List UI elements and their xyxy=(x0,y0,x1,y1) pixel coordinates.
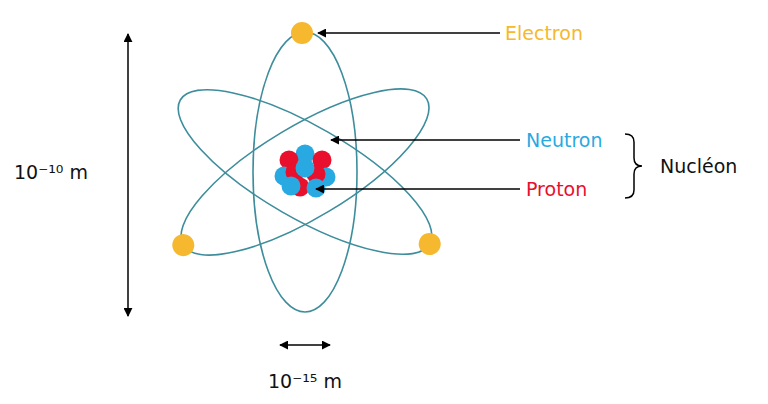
dimension-label: 10⁻¹⁵ m xyxy=(268,370,342,393)
electron xyxy=(291,22,313,44)
dimension-arrow xyxy=(127,34,129,316)
dimension-label: 10⁻¹⁰ m xyxy=(14,161,88,184)
electrons xyxy=(168,22,445,260)
leader-arrow xyxy=(331,139,520,141)
electron xyxy=(415,229,445,259)
part-label: Electron xyxy=(505,22,583,45)
dimension-arrow xyxy=(280,344,330,346)
orbits xyxy=(157,32,452,312)
orbit xyxy=(160,59,451,284)
electron xyxy=(168,230,198,260)
part-label: Neutron xyxy=(526,129,602,152)
neutron xyxy=(307,179,326,198)
orbit xyxy=(253,32,357,312)
neutron xyxy=(296,159,315,178)
leader-arrow xyxy=(316,188,520,190)
part-label: Proton xyxy=(526,178,587,201)
leaders xyxy=(316,33,520,189)
orbit xyxy=(157,60,452,284)
neutron xyxy=(282,177,301,196)
brace xyxy=(625,134,642,198)
leader-arrow xyxy=(318,32,500,34)
group-label: Nucléon xyxy=(660,155,737,178)
